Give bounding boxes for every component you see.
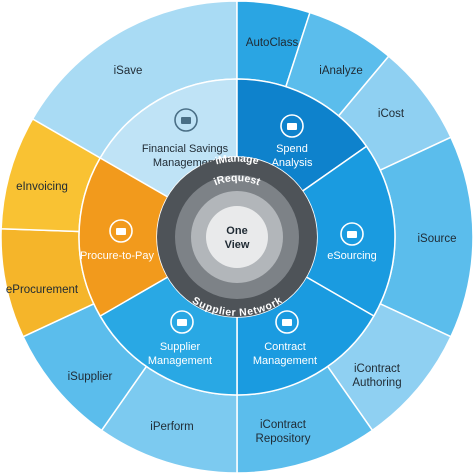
outer-segment-label: iSave — [114, 65, 143, 77]
inner-segment-esourcing[interactable]: eSourcing — [301, 145, 396, 318]
center-label-line1: One — [226, 225, 247, 237]
outer-segment-label: eInvoicing — [16, 181, 68, 193]
inner-segment-label: Procure-to-Pay — [80, 250, 154, 262]
savings-hand-icon — [174, 108, 198, 132]
center-circle — [206, 206, 268, 268]
outer-segment-label: eProcurement — [6, 284, 79, 296]
outer-segment-label: iSource — [418, 233, 457, 245]
outer-segment-label: iCost — [378, 108, 405, 120]
outer-segment-label: iSupplier — [68, 371, 113, 383]
outer-segment-label: AutoClass — [246, 37, 299, 49]
people-icon — [340, 222, 364, 246]
cart-icon — [109, 219, 133, 243]
outer-segment-eprocurement[interactable]: eProcurement — [0, 227, 95, 338]
outer-segment-label: iPerform — [150, 421, 193, 433]
inner-segment-label: eSourcing — [327, 250, 377, 262]
supplier-person-icon — [170, 310, 194, 334]
core-label-imanage: iManage — [214, 153, 260, 168]
contract-icon — [275, 310, 299, 334]
center-label-line2: View — [225, 239, 250, 251]
core-label-irequest: iRequest — [212, 172, 262, 188]
bar-chart-icon — [280, 114, 304, 138]
outer-segment-label: iAnalyze — [319, 65, 362, 77]
